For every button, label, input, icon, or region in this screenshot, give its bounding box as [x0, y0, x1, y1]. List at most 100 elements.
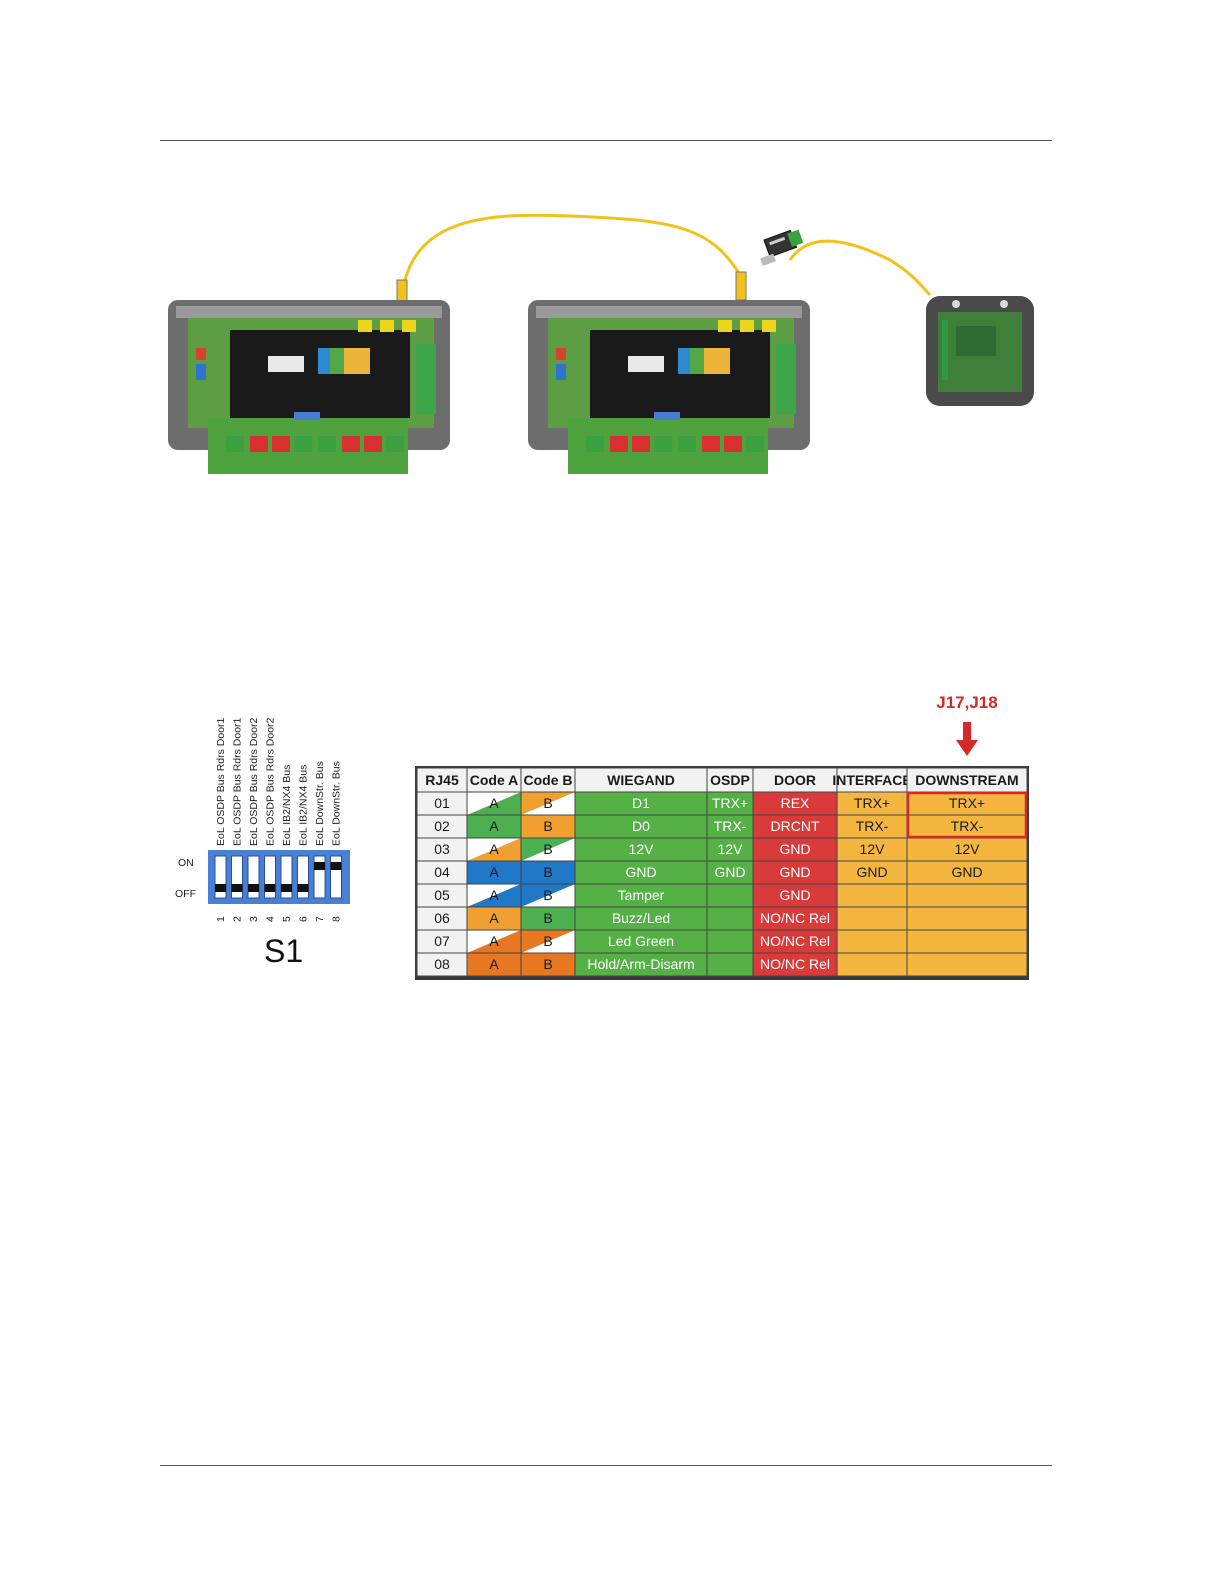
cell-text-wiegand-03: 12V — [629, 841, 655, 857]
cell-text-pin-05: 05 — [434, 887, 450, 903]
network-cable-2 — [788, 239, 932, 297]
cell-text-code_b-05: B — [543, 887, 552, 903]
cell-text-osdp-04: GND — [714, 864, 745, 880]
cell-door-06: NO/NC Rel — [752, 906, 838, 931]
cell-pin-03: 03 — [416, 837, 468, 862]
cell-text-wiegand-07: Led Green — [608, 933, 674, 949]
cell-text-wiegand-01: D1 — [632, 795, 650, 811]
switch-toggle-5 — [281, 884, 292, 892]
cell-wiegand-04: GND — [574, 860, 708, 885]
cell-text-pin-04: 04 — [434, 864, 450, 880]
cell-code_a-02: A — [466, 814, 522, 839]
cell-code_b-06: B — [520, 906, 576, 931]
cell-text-wiegand-04: GND — [625, 864, 656, 880]
cell-text-code_b-02: B — [543, 818, 552, 834]
cell-code_a-08: A — [466, 952, 522, 977]
switch-label-3: EoL OSDP Bus Rdrs Door2 — [248, 717, 260, 846]
cell-text-code_b-08: B — [543, 956, 552, 972]
cell-code_a-01: A — [466, 791, 522, 816]
cell-code_b-03: B — [520, 837, 576, 862]
cell-text-code_a-06: A — [489, 910, 499, 926]
cell-code_b-04: B — [520, 860, 576, 885]
cell-osdp-06 — [706, 906, 754, 931]
cell-text-code_a-07: A — [489, 933, 499, 949]
cell-text-door-01: REX — [781, 795, 810, 811]
cell-wiegand-02: D0 — [574, 814, 708, 839]
switch-number-8: 8 — [331, 916, 343, 922]
cell-interface-06 — [836, 906, 908, 931]
dip-switch-figure: EoL OSDP Bus Rdrs Door1 EoL OSDP Bus Rdrs… — [175, 717, 350, 969]
cell-text-code_a-04: A — [489, 864, 499, 880]
cell-osdp-03: 12V — [706, 837, 754, 862]
cell-door-05: GND — [752, 883, 838, 908]
switch-slot-7 — [313, 855, 326, 899]
cell-downstream-01: TRX+ — [906, 791, 1028, 816]
cell-text-downstream-01: TRX+ — [949, 795, 985, 811]
cell-osdp-04: GND — [706, 860, 754, 885]
cell-interface-02: TRX- — [836, 814, 908, 839]
cell-text-osdp-03: 12V — [718, 841, 744, 857]
cell-text-door-03: GND — [779, 841, 810, 857]
switch-number-3: 3 — [248, 916, 260, 922]
cell-text-code_b-01: B — [543, 795, 552, 811]
header-label-2: Code B — [524, 772, 573, 788]
cell-text-wiegand-06: Buzz/Led — [612, 910, 670, 926]
cell-text-pin-01: 01 — [434, 795, 450, 811]
rj45-plug-1 — [396, 279, 408, 303]
cell-text-door-02: DRCNT — [771, 818, 820, 834]
switch-slot-5 — [280, 855, 293, 899]
cell-text-code_b-04: B — [543, 864, 552, 880]
cell-wiegand-03: 12V — [574, 837, 708, 862]
cell-text-code_a-08: A — [489, 956, 499, 972]
downstream-module — [926, 296, 1034, 406]
cell-door-01: REX — [752, 791, 838, 816]
cell-text-code_a-03: A — [489, 841, 499, 857]
cell-osdp-02: TRX- — [706, 814, 754, 839]
cell-downstream-03: 12V — [906, 837, 1028, 862]
header-cell-1 — [466, 767, 522, 793]
wiring-diagram — [168, 213, 1034, 474]
cell-text-door-08: NO/NC Rel — [760, 956, 830, 972]
switch-slot-2 — [231, 855, 243, 899]
cell-code_a-06: A — [466, 906, 522, 931]
cell-text-downstream-04: GND — [951, 864, 982, 880]
switch-toggle-7 — [314, 862, 325, 870]
cell-door-07: NO/NC Rel — [752, 929, 838, 954]
downstream-highlight — [906, 791, 1028, 839]
cell-text-code_a-01: A — [489, 795, 499, 811]
cell-text-osdp-02: TRX- — [714, 818, 747, 834]
cell-text-code_b-03: B — [543, 841, 552, 857]
switch-toggle-1 — [215, 884, 226, 892]
cell-downstream-05 — [906, 883, 1028, 908]
cell-interface-07 — [836, 929, 908, 954]
header-label-1: Code A — [470, 772, 518, 788]
cell-code_b-05: B — [520, 883, 576, 908]
footer-rule — [160, 1465, 1052, 1466]
switch-label-2: EoL OSDP Bus Rdrs Door1 — [232, 717, 244, 846]
header-label-3: WIEGAND — [607, 772, 675, 788]
cell-wiegand-08: Hold/Arm-Disarm — [574, 952, 708, 977]
switch-slot-3 — [247, 855, 260, 899]
cell-pin-07: 07 — [416, 929, 468, 954]
cell-wiegand-06: Buzz/Led — [574, 906, 708, 931]
switch-slot-8 — [330, 855, 342, 899]
cell-pin-08: 08 — [416, 952, 468, 977]
header-label-7: DOWNSTREAM — [915, 772, 1018, 788]
cell-code_b-01: B — [520, 791, 576, 816]
switch-number-6: 6 — [298, 916, 310, 922]
switch-number-1: 1 — [215, 916, 227, 922]
cell-interface-05 — [836, 883, 908, 908]
cell-downstream-06 — [906, 906, 1028, 931]
header-cell-2 — [520, 767, 576, 793]
cell-downstream-04: GND — [906, 860, 1028, 885]
callout-arrow-head — [956, 740, 978, 756]
cell-interface-03: 12V — [836, 837, 908, 862]
cell-text-pin-08: 08 — [434, 956, 450, 972]
cell-wiegand-01: D1 — [574, 791, 708, 816]
cell-text-wiegand-05: Tamper — [618, 887, 665, 903]
callout-arrow-shaft — [963, 722, 971, 742]
cell-text-interface-01: TRX+ — [854, 795, 890, 811]
switch-number-5: 5 — [281, 916, 293, 922]
cell-text-wiegand-02: D0 — [632, 818, 650, 834]
cell-interface-04: GND — [836, 860, 908, 885]
